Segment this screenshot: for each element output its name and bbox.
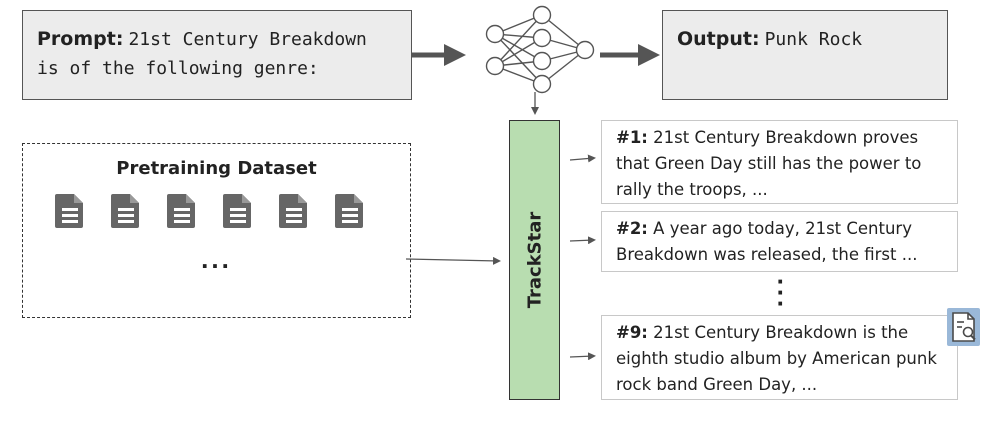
result-rank: #1: [616,128,648,147]
arrow-to-result-2 [569,236,596,245]
pretraining-dataset-box: Pretraining Dataset ... [22,143,411,318]
result-text: 21st Century Breakdown is the [653,323,909,342]
result-rank: #9: [616,323,648,342]
arrow-to-result-1 [569,154,596,163]
document-icon [223,194,251,228]
document-icon [279,194,307,228]
result-card-1: #1: 21st Century Breakdown proves that G… [601,120,958,204]
document-icon [55,194,83,228]
dataset-ellipsis: ... [201,244,232,274]
document-icon-row [53,192,367,230]
prompt-label: Prompt: [37,28,124,50]
result-rank: #2: [616,219,648,238]
result-text: that Green Day still has the power to [616,154,922,173]
results-ellipsis: ··· [776,266,786,318]
dataset-title: Pretraining Dataset [116,158,317,179]
neural-network-icon [485,5,595,94]
arrow-to-result-9 [569,352,596,361]
arrow-dataset-to-trackstar [405,256,501,265]
output-label: Output: [677,28,760,50]
result-text: eighth studio album by American punk [616,349,937,368]
result-card-2: #2: A year ago today, 21st Century Break… [601,211,958,272]
document-icon [111,194,139,228]
result-text: A year ago today, 21st Century [653,219,912,238]
document-icon [167,194,195,228]
result-card-9: #9: 21st Century Breakdown is the eighth… [601,315,958,400]
result-text: Breakdown was released, the first ... [616,245,918,264]
prompt-text-line1: 21st Century Breakdown [128,29,367,50]
output-box: Output: Punk Rock [662,10,948,100]
prompt-box: Prompt: 21st Century Breakdown is of the… [22,10,412,100]
document-icon [335,194,363,228]
output-text: Punk Rock [764,29,863,50]
arrow-network-to-output [600,44,660,66]
arrow-prompt-to-network [412,44,466,66]
prompt-text-line2: is of the following genre: [37,58,319,79]
trackstar-box: TrackStar [509,120,560,400]
result-text: rock band Green Day, ... [616,375,818,394]
document-search-icon [947,308,980,346]
result-text: rally the troops, ... [616,180,768,199]
result-text: 21st Century Breakdown proves [653,128,919,147]
